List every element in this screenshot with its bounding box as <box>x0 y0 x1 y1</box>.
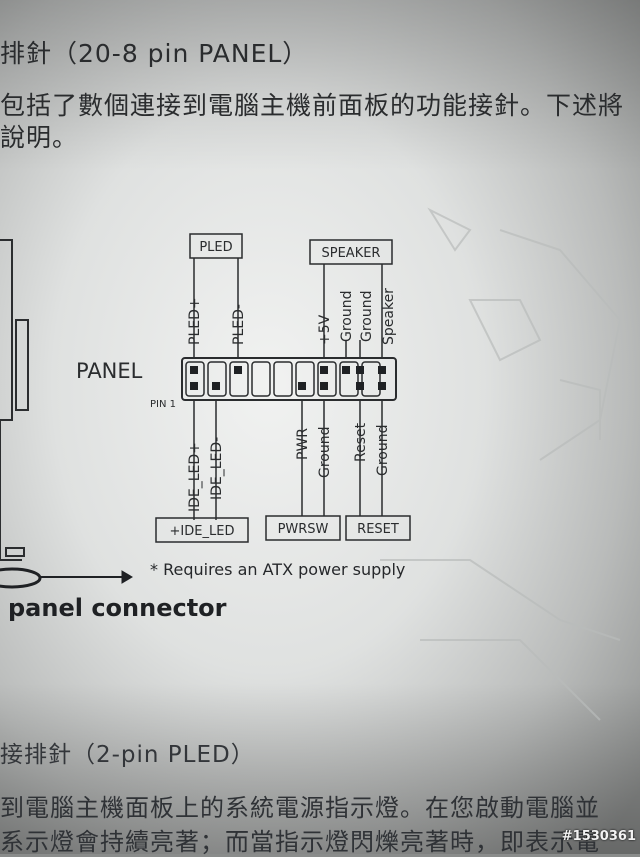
pin-label-ground-bottom-1: Ground <box>317 427 333 479</box>
pin-label-ide-led-minus: IDE_LED- <box>209 437 225 500</box>
paragraph-1-line-2: 說明。 <box>0 123 79 152</box>
pin-label-5v: +5V <box>317 314 333 345</box>
group-label-pled: PLED <box>199 240 232 255</box>
arrow-pointer <box>0 567 133 589</box>
pin-label-pled-plus: PLED+ <box>187 297 203 345</box>
group-box-speaker: SPEAKER <box>309 239 393 265</box>
board-edge <box>0 239 29 561</box>
pin-label-speaker: Speaker <box>381 288 397 345</box>
group-box-pled: PLED <box>189 233 243 259</box>
section-heading-pled: 接排針（2-pin PLED） <box>0 742 255 768</box>
watermark: #1530361 <box>561 829 636 844</box>
bottom-leads <box>193 400 383 520</box>
group-box-reset: RESET <box>345 515 411 541</box>
pin-label-ide-led-plus: IDE_LED+ <box>187 442 203 512</box>
pin-label-ground-top-2: Ground <box>359 291 375 343</box>
paragraph-1-line-1: 包括了數個連接到電腦主機前面板的功能接針。下述將 <box>0 91 625 120</box>
paragraph-2-line-2: 系示燈會持續亮著；而當指示燈閃爍亮著時，即表示電 <box>0 828 600 856</box>
connector-body <box>181 357 397 401</box>
paragraph-2-line-1: 到電腦主機面板上的系統電源指示燈。在您啟動電腦並 <box>0 794 600 822</box>
group-box-pwrsw: PWRSW <box>265 515 341 541</box>
group-label-pwrsw: PWRSW <box>278 522 329 537</box>
group-label-ide-led: +IDE_LED <box>170 524 235 539</box>
panel-label: PANEL <box>76 359 143 383</box>
section-heading-panel: 排針（20-8 pin PANEL） <box>0 39 309 68</box>
pin-label-ground-bottom-2: Ground <box>375 425 391 477</box>
power-supply-note: * Requires an ATX power supply <box>150 560 406 579</box>
pin-label-ground-top-1: Ground <box>339 291 355 343</box>
pin-label-pled-minus: PLED- <box>231 304 247 345</box>
figure-caption: panel connector <box>8 594 227 622</box>
group-box-ide-led: +IDE_LED <box>155 517 249 543</box>
group-label-reset: RESET <box>357 522 399 537</box>
pin-label-reset: Reset <box>353 422 369 462</box>
pin-label-pwr: PWR <box>295 428 311 460</box>
top-leads <box>193 258 383 358</box>
pin1-label: PIN 1 <box>150 399 176 410</box>
group-label-speaker: SPEAKER <box>322 246 381 261</box>
